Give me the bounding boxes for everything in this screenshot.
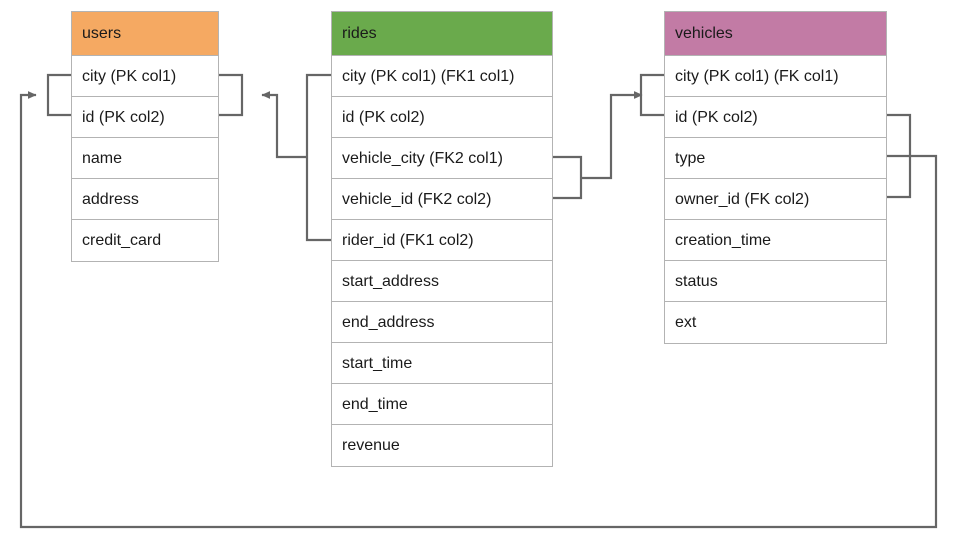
table-rides-column-vehicle-id[interactable]: vehicle_id (FK2 col2) [332, 179, 552, 220]
table-vehicles-column-city[interactable]: city (PK col1) (FK col1) [665, 56, 886, 97]
table-rides-column-start-address[interactable]: start_address [332, 261, 552, 302]
table-users-column-city[interactable]: city (PK col1) [72, 56, 218, 97]
edge-vehicles-left-bracket [639, 73, 664, 117]
table-rides-column-end-address[interactable]: end_address [332, 302, 552, 343]
table-rides-column-start-time[interactable]: start_time [332, 343, 552, 384]
edge-users-left-bracket [46, 73, 71, 117]
edge-users-right-bracket [219, 73, 244, 117]
edge-vehicles-owner-bracket [887, 113, 912, 199]
table-users-title: users [72, 12, 218, 56]
table-users[interactable]: users city (PK col1) id (PK col2) name a… [71, 11, 219, 262]
table-rides-column-rider-id[interactable]: rider_id (FK1 col2) [332, 220, 552, 261]
table-rides-column-vehicle-city[interactable]: vehicle_city (FK2 col1) [332, 138, 552, 179]
table-users-column-address[interactable]: address [72, 179, 218, 220]
table-vehicles-column-status[interactable]: status [665, 261, 886, 302]
table-rides-title: rides [332, 12, 552, 56]
table-rides-column-city[interactable]: city (PK col1) (FK1 col1) [332, 56, 552, 97]
edge-rides-vehicle-bracket [553, 155, 583, 200]
table-rides-column-id[interactable]: id (PK col2) [332, 97, 552, 138]
table-rides-column-end-time[interactable]: end_time [332, 384, 552, 425]
table-users-column-id[interactable]: id (PK col2) [72, 97, 218, 138]
table-vehicles-column-owner-id[interactable]: owner_id (FK col2) [665, 179, 886, 220]
table-vehicles-column-id[interactable]: id (PK col2) [665, 97, 886, 138]
table-rides[interactable]: rides city (PK col1) (FK1 col1) id (PK c… [331, 11, 553, 467]
edge-rides-vehicle-stem [581, 91, 643, 180]
table-rides-column-revenue[interactable]: revenue [332, 425, 552, 466]
table-users-column-name[interactable]: name [72, 138, 218, 179]
table-vehicles[interactable]: vehicles city (PK col1) (FK col1) id (PK… [664, 11, 887, 344]
edge-rides-rider-to-users [305, 73, 331, 242]
table-vehicles-column-creation-time[interactable]: creation_time [665, 220, 886, 261]
table-users-column-credit-card[interactable]: credit_card [72, 220, 218, 261]
edge-rides-rider-to-users-stem [261, 91, 307, 159]
table-vehicles-column-ext[interactable]: ext [665, 302, 886, 343]
table-vehicles-column-type[interactable]: type [665, 138, 886, 179]
table-vehicles-title: vehicles [665, 12, 886, 56]
